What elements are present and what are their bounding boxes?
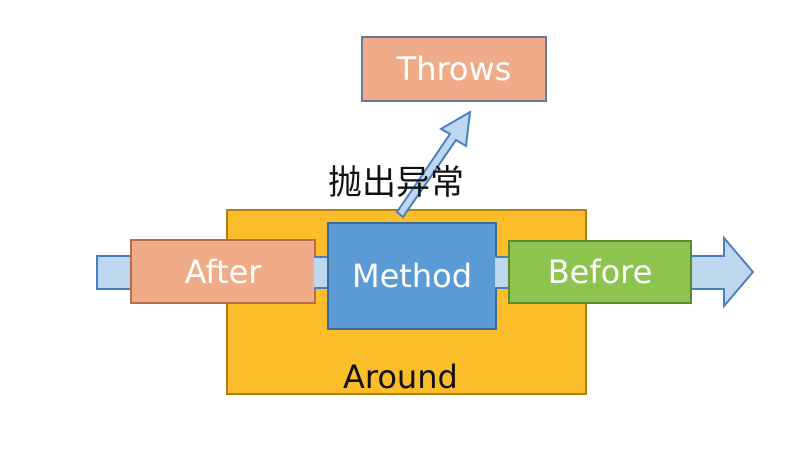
throw-exception-label: 抛出异常 [328, 163, 464, 203]
method-box: Method [327, 222, 497, 330]
method-label: Method [351, 257, 472, 295]
around-label: Around [343, 358, 458, 396]
throw-arrow [395, 110, 472, 219]
connector-after-method [314, 256, 329, 289]
before-label: Before [547, 253, 653, 291]
outgoing-arrow [689, 235, 755, 309]
after-box: After [130, 239, 316, 304]
connector-method-before [495, 256, 510, 289]
throws-box: Throws [361, 36, 547, 102]
before-box: Before [508, 240, 692, 304]
after-label: After [184, 252, 262, 291]
throws-label: Throws [396, 50, 512, 88]
